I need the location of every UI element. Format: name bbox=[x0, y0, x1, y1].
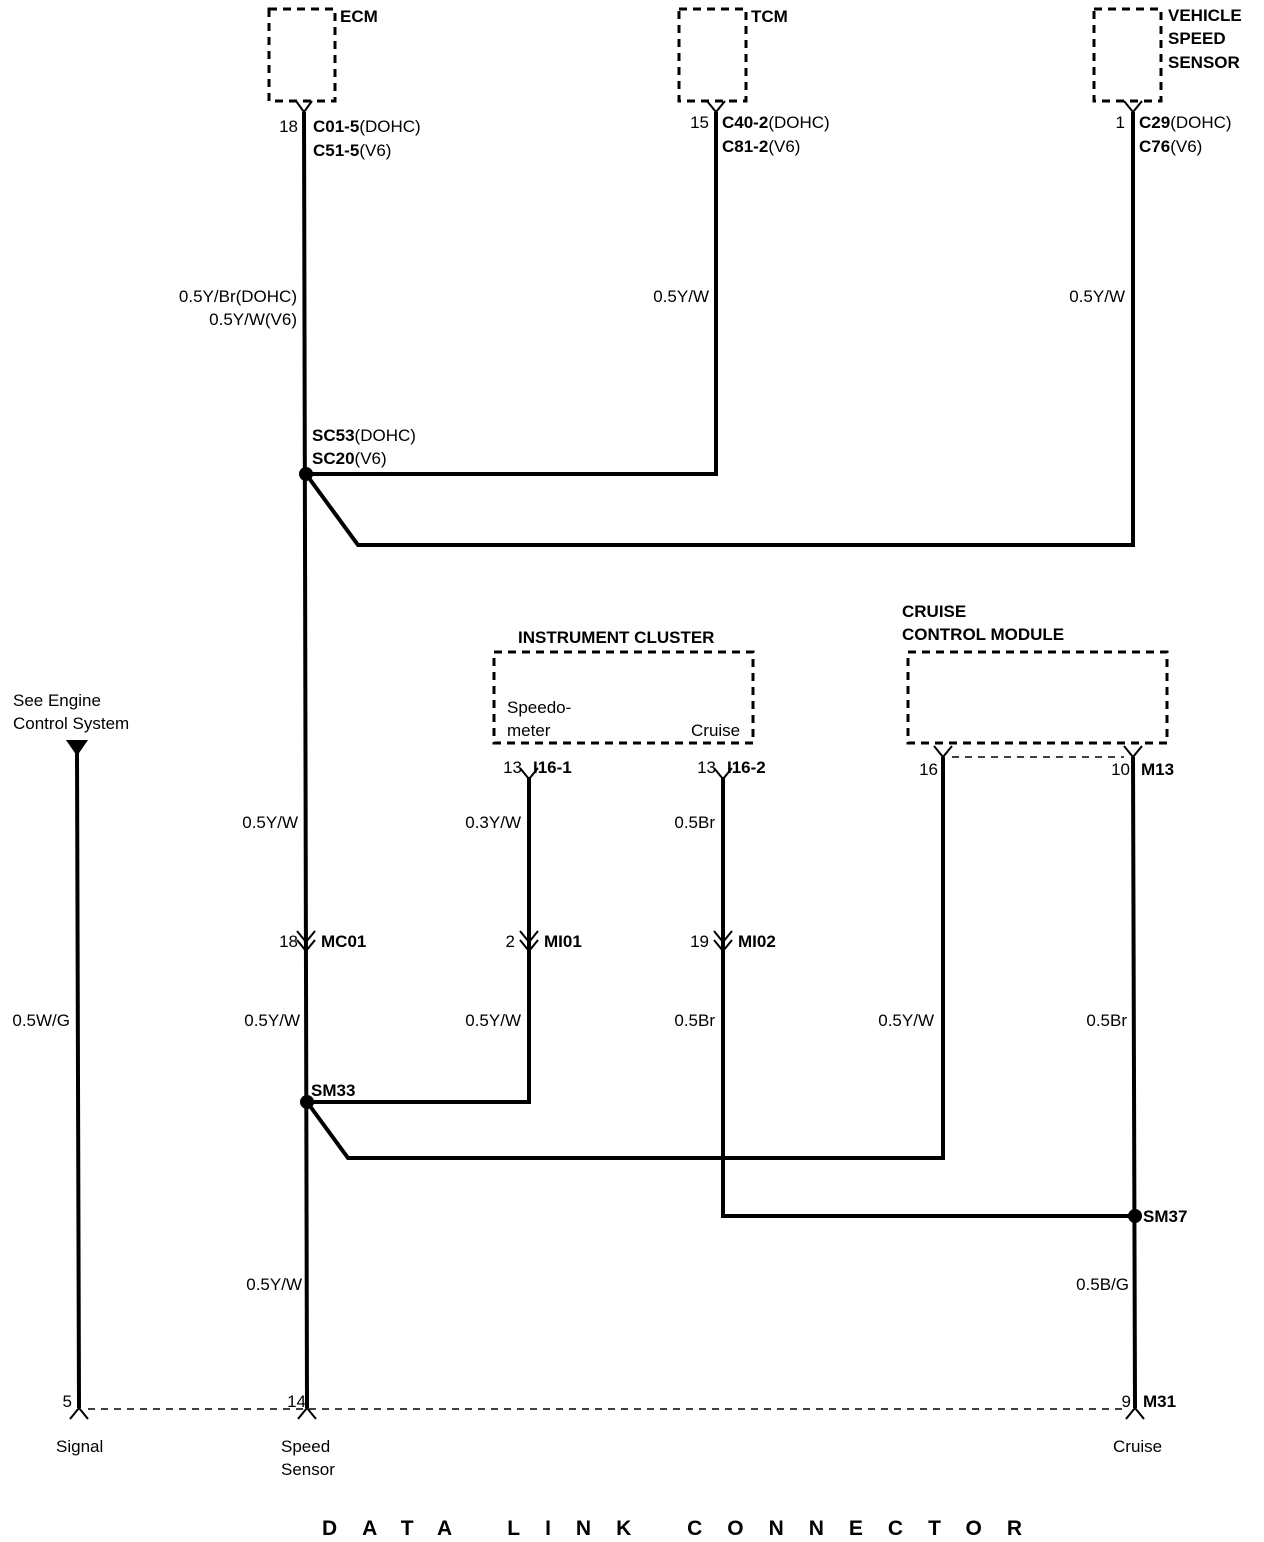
tcm-pin-symbol bbox=[706, 100, 726, 114]
ccm-label-line1: CRUISE bbox=[902, 602, 966, 621]
dlc-signal-label: Signal bbox=[56, 1437, 103, 1456]
splice-sm33-dot bbox=[300, 1095, 314, 1109]
vss-label-line2: SPEED bbox=[1168, 29, 1226, 48]
dlc-cruise-label: Cruise bbox=[1113, 1437, 1162, 1456]
vss-connector-v6: C76(V6) bbox=[1139, 137, 1202, 156]
mi02-pin-number: 19 bbox=[690, 932, 709, 951]
wire-ccm16-label: 0.5Y/W bbox=[878, 1011, 934, 1030]
wire-speedo-upper-label: 0.3Y/W bbox=[465, 813, 521, 832]
wire-tcm bbox=[306, 112, 718, 476]
instrument-cluster-box bbox=[492, 650, 755, 745]
tcm-connector-dohc: C40-2(DOHC) bbox=[722, 113, 830, 132]
wire-speedometer bbox=[307, 777, 531, 1104]
splice-sm37-dot bbox=[1128, 1209, 1142, 1223]
splice-sm33-label: SM33 bbox=[311, 1081, 355, 1100]
ecm-box bbox=[267, 7, 337, 103]
dlc-speed-sensor-line1: Speed bbox=[281, 1437, 330, 1456]
ecs-arrow-icon bbox=[66, 740, 88, 756]
cruise-control-module-box bbox=[906, 650, 1169, 745]
dlc-pin14-number: 14 bbox=[287, 1392, 306, 1411]
i161-pin-symbol bbox=[519, 767, 539, 781]
dlc-pin9-number: 9 bbox=[1122, 1392, 1131, 1411]
splice-sc20-label: SC20(V6) bbox=[312, 449, 387, 468]
vss-pin-symbol bbox=[1123, 100, 1143, 114]
wire-main-upper-label: 0.5Y/W bbox=[242, 813, 298, 832]
wire-cruise-upper-label: 0.5Br bbox=[674, 813, 715, 832]
speedometer-label-line1: Speedo- bbox=[507, 698, 571, 717]
dlc-title: DATA LINK CONNECTOR bbox=[322, 1517, 1047, 1540]
wire-signal bbox=[75, 751, 81, 1409]
wire-ccm-10 bbox=[1131, 756, 1137, 1409]
wires bbox=[75, 111, 1137, 1409]
vss-pin-number: 1 bbox=[1116, 113, 1125, 132]
i162-pin-symbol bbox=[713, 767, 733, 781]
ecm-pin-number: 18 bbox=[279, 117, 298, 136]
ecs-note-line1: See Engine bbox=[13, 691, 101, 710]
mc01-connector-symbol bbox=[296, 930, 316, 953]
mi02-connector-code: MI02 bbox=[738, 932, 776, 951]
ecm-connector-dohc: C01-5(DOHC) bbox=[313, 117, 421, 136]
splice-sc53-label: SC53(DOHC) bbox=[312, 426, 416, 445]
tcm-connector-v6: C81-2(V6) bbox=[722, 137, 800, 156]
ccm10-pin-number: 10 bbox=[1111, 760, 1130, 779]
mi01-connector-code: MI01 bbox=[544, 932, 582, 951]
i161-pin-number: 13 bbox=[503, 758, 522, 777]
speedometer-label-line2: meter bbox=[507, 721, 551, 740]
splice-sm37-label: SM37 bbox=[1143, 1207, 1187, 1226]
mc01-pin-number: 18 bbox=[279, 932, 298, 951]
wire-tcm-label: 0.5Y/W bbox=[653, 287, 709, 306]
ecs-note-line2: Control System bbox=[13, 714, 129, 733]
tcm-pin-number: 15 bbox=[690, 113, 709, 132]
wire-speedo-lower-label: 0.5Y/W bbox=[465, 1011, 521, 1030]
mi01-connector-symbol bbox=[519, 930, 539, 953]
ecm-pin-symbol bbox=[295, 100, 313, 114]
wire-ccm-16 bbox=[305, 757, 945, 1160]
wire-vss bbox=[304, 112, 1135, 547]
ccm16-pin-symbol bbox=[933, 745, 953, 759]
i162-pin-number: 13 bbox=[697, 758, 716, 777]
ccm16-pin-number: 16 bbox=[919, 760, 938, 779]
vss-label-line3: SENSOR bbox=[1168, 53, 1240, 72]
wire-main-mid-label: 0.5Y/W bbox=[244, 1011, 300, 1030]
m31-connector-code: M31 bbox=[1143, 1392, 1176, 1411]
wire-ecm-label-v6: 0.5Y/W(V6) bbox=[209, 310, 297, 329]
vss-box bbox=[1092, 7, 1163, 103]
ecm-label: ECM bbox=[340, 7, 378, 26]
dlc-pin5-number: 5 bbox=[63, 1392, 72, 1411]
mc01-connector-code: MC01 bbox=[321, 932, 366, 951]
tcm-box bbox=[677, 7, 748, 103]
wire-main-lower-label: 0.5Y/W bbox=[246, 1275, 302, 1294]
wire-cruise-out-label: 0.5B/G bbox=[1076, 1275, 1129, 1294]
i161-connector-code: I16-1 bbox=[533, 758, 572, 777]
wire-ecm-main bbox=[302, 111, 309, 1409]
mi02-connector-symbol bbox=[713, 930, 733, 953]
wire-vss-label: 0.5Y/W bbox=[1069, 287, 1125, 306]
ecm-connector-v6: C51-5(V6) bbox=[313, 141, 391, 160]
wire-signal-label: 0.5W/G bbox=[12, 1011, 70, 1030]
i162-connector-code: I16-2 bbox=[727, 758, 766, 777]
dlc-pin5-symbol bbox=[69, 1406, 89, 1420]
vss-connector-dohc: C29(DOHC) bbox=[1139, 113, 1232, 132]
splice-sc53-dot bbox=[299, 467, 313, 481]
vss-label-line1: VEHICLE bbox=[1168, 6, 1242, 25]
dlc-pin14-symbol bbox=[297, 1406, 317, 1420]
wire-cruise-lower-label: 0.5Br bbox=[674, 1011, 715, 1030]
wire-ccm10-label: 0.5Br bbox=[1086, 1011, 1127, 1030]
instrument-cluster-label: INSTRUMENT CLUSTER bbox=[518, 628, 714, 647]
dlc-speed-sensor-line2: Sensor bbox=[281, 1460, 335, 1479]
ccm-label-line2: CONTROL MODULE bbox=[902, 625, 1064, 644]
tcm-label: TCM bbox=[751, 7, 788, 26]
dlc-pin9-symbol bbox=[1125, 1406, 1145, 1420]
mi01-pin-number: 2 bbox=[506, 932, 515, 951]
ccm10-pin-symbol bbox=[1123, 745, 1143, 759]
wire-cluster-cruise bbox=[721, 777, 1135, 1218]
m13-connector-code: M13 bbox=[1141, 760, 1174, 779]
cluster-cruise-label: Cruise bbox=[691, 721, 740, 740]
wire-ecm-label-dohc: 0.5Y/Br(DOHC) bbox=[179, 287, 297, 306]
